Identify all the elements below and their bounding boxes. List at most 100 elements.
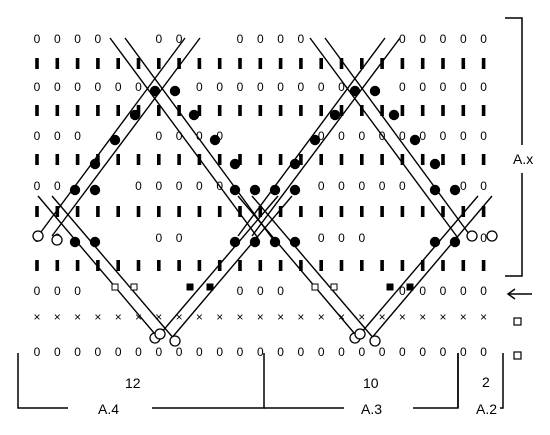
dc-symbol bbox=[400, 58, 405, 69]
open-ring bbox=[169, 335, 181, 347]
filled-dot bbox=[429, 236, 441, 248]
open-ring bbox=[369, 335, 381, 347]
repeat-label: A.x bbox=[513, 151, 533, 167]
dc-symbol bbox=[339, 206, 344, 217]
chain-symbol: 0 bbox=[155, 345, 162, 359]
dc-symbol bbox=[420, 260, 425, 271]
sc-symbol: × bbox=[115, 310, 122, 324]
chain-symbol: 0 bbox=[216, 80, 223, 94]
chain-symbol: 0 bbox=[95, 345, 102, 359]
sc-symbol: × bbox=[236, 310, 243, 324]
a2-label: A.2 bbox=[476, 401, 497, 417]
dc-symbol bbox=[299, 154, 303, 165]
dc-symbol bbox=[96, 154, 100, 165]
diagonal-line bbox=[251, 37, 401, 237]
a4-bracket bbox=[17, 353, 68, 409]
dc-symbol bbox=[319, 154, 323, 165]
dc-symbol bbox=[238, 260, 242, 271]
dc-symbol bbox=[339, 260, 344, 271]
diagonal-line bbox=[51, 37, 201, 237]
sc-symbol: × bbox=[399, 310, 406, 324]
dc-symbol bbox=[136, 260, 141, 271]
chain-symbol: 0 bbox=[379, 345, 386, 359]
dc-symbol bbox=[75, 154, 80, 165]
filled-dot bbox=[169, 85, 181, 97]
chain-symbol: 0 bbox=[460, 179, 467, 193]
chain-symbol: 0 bbox=[440, 284, 447, 298]
chain-symbol: 0 bbox=[257, 345, 264, 359]
dc-symbol bbox=[420, 105, 425, 116]
chain-symbol: 0 bbox=[176, 129, 183, 143]
dc-symbol bbox=[35, 58, 39, 69]
chain-symbol: 0 bbox=[135, 345, 142, 359]
dc-symbol bbox=[55, 105, 60, 116]
filled-dot bbox=[89, 236, 101, 248]
dc-symbol bbox=[238, 105, 242, 116]
dc-symbol bbox=[360, 260, 364, 271]
chain-symbol: 0 bbox=[460, 32, 467, 46]
chain-symbol: 0 bbox=[135, 80, 142, 94]
chain-symbol: 0 bbox=[54, 284, 61, 298]
dc-symbol bbox=[217, 58, 222, 69]
a4-count: 12 bbox=[125, 375, 141, 391]
dc-symbol bbox=[136, 58, 141, 69]
sc-symbol: × bbox=[155, 310, 162, 324]
chain-symbol: 0 bbox=[95, 32, 102, 46]
dc-symbol bbox=[35, 154, 39, 165]
dc-symbol bbox=[157, 154, 161, 165]
dc-symbol bbox=[339, 58, 344, 69]
dc-symbol bbox=[278, 154, 283, 165]
chain-symbol: 0 bbox=[277, 32, 284, 46]
chain-symbol: 0 bbox=[358, 129, 365, 143]
dc-symbol bbox=[217, 260, 222, 271]
filled-dot bbox=[329, 109, 341, 121]
chain-symbol: 0 bbox=[338, 80, 345, 94]
filled-dot bbox=[449, 184, 461, 196]
chain-symbol: 0 bbox=[176, 179, 183, 193]
chain-symbol: 0 bbox=[237, 284, 244, 298]
dc-symbol bbox=[481, 58, 486, 69]
sc-symbol: × bbox=[216, 310, 223, 324]
chain-symbol: 0 bbox=[480, 32, 487, 46]
dc-symbol bbox=[299, 105, 303, 116]
dc-symbol bbox=[258, 260, 263, 271]
dc-symbol bbox=[278, 105, 283, 116]
chain-symbol: 0 bbox=[298, 80, 305, 94]
chain-symbol: 0 bbox=[399, 345, 406, 359]
dc-symbol bbox=[55, 154, 60, 165]
sc-symbol: × bbox=[439, 310, 446, 324]
chain-symbol: 0 bbox=[34, 129, 41, 143]
chain-symbol: 0 bbox=[480, 129, 487, 143]
dc-symbol bbox=[157, 58, 161, 69]
sc-symbol: × bbox=[135, 310, 142, 324]
chain-symbol: 0 bbox=[115, 345, 122, 359]
chain-symbol: 0 bbox=[419, 284, 426, 298]
dc-symbol bbox=[197, 58, 202, 69]
filled-dot bbox=[229, 236, 241, 248]
filled-dot bbox=[369, 85, 381, 97]
square-icon bbox=[513, 317, 522, 326]
filled-dot bbox=[69, 184, 81, 196]
dc-symbol bbox=[380, 260, 384, 271]
dc-symbol bbox=[217, 206, 222, 217]
sc-symbol: × bbox=[379, 310, 386, 324]
sc-symbol: × bbox=[480, 310, 487, 324]
chain-symbol: 0 bbox=[155, 129, 162, 143]
open-ring bbox=[154, 328, 166, 340]
chain-symbol: 0 bbox=[95, 80, 102, 94]
chain-symbol: 0 bbox=[196, 179, 203, 193]
chain-symbol: 0 bbox=[480, 179, 487, 193]
dc-symbol bbox=[238, 206, 242, 217]
dc-symbol bbox=[136, 105, 141, 116]
dc-symbol bbox=[339, 105, 344, 116]
dc-symbol bbox=[177, 260, 181, 271]
chain-symbol: 0 bbox=[54, 80, 61, 94]
diagonal-line bbox=[124, 37, 273, 239]
chain-symbol: 0 bbox=[277, 80, 284, 94]
chain-symbol: 0 bbox=[480, 284, 487, 298]
dc-symbol bbox=[481, 260, 486, 271]
dc-symbol bbox=[35, 206, 39, 217]
dc-symbol bbox=[360, 206, 364, 217]
chain-symbol: 0 bbox=[338, 345, 345, 359]
dc-symbol bbox=[217, 105, 222, 116]
